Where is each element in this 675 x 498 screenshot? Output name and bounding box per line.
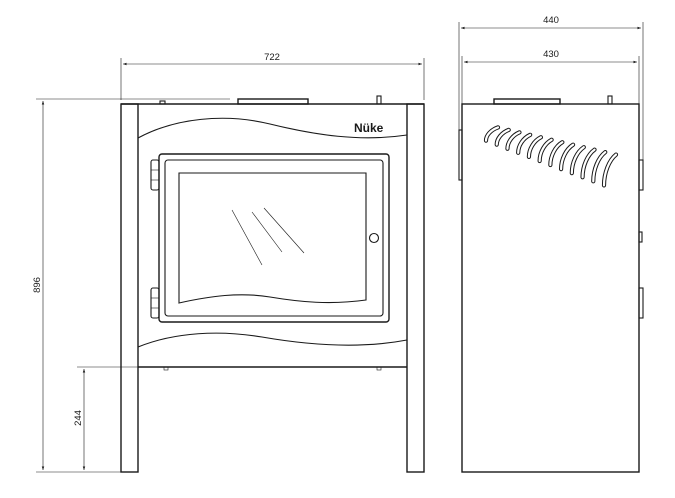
door-frame-inner: [164, 159, 384, 317]
door-frame-outer: [158, 153, 390, 323]
door-handle: [368, 232, 380, 244]
vent-slot-inner: [495, 128, 510, 146]
vent-slot-inner: [592, 151, 607, 183]
side-hinge-top: [638, 159, 644, 191]
right-leg: [406, 103, 425, 473]
side-handle: [638, 231, 643, 243]
dim-leg-height: 244: [73, 410, 84, 426]
side-rod: [607, 95, 613, 105]
flue-collar: [237, 98, 309, 105]
glass-reflection: [263, 207, 305, 254]
vent-slot-inner: [506, 131, 521, 150]
vent-slot-inner: [581, 148, 596, 179]
brand-logo: Nüke: [354, 121, 384, 135]
vent-slot-inner: [527, 136, 543, 158]
vent-slot-inner: [602, 153, 618, 187]
vent-slots: [483, 125, 619, 188]
vent-slot-inner: [549, 141, 564, 167]
side-hinge-bottom: [638, 287, 644, 319]
vent-slot-inner: [570, 146, 585, 175]
glass-reflection: [231, 209, 263, 266]
dim-side-outer: 440: [543, 15, 559, 26]
front-dimensions: 722 896 244: [32, 52, 425, 473]
glass-reflection: [251, 211, 283, 253]
vent-slot-inner: [538, 138, 553, 163]
dim-side-inner: 430: [543, 49, 559, 60]
left-leg: [120, 103, 139, 473]
foot-left: [163, 366, 169, 371]
foot-right: [376, 366, 382, 371]
bottom-wave-line: [137, 332, 408, 348]
side-front-lip: [458, 129, 463, 181]
vent-slot-inner: [517, 133, 532, 154]
door-glass: [178, 172, 367, 304]
dim-front-width: 722: [264, 52, 280, 63]
top-rod: [376, 95, 382, 105]
side-dimensions: 440 430: [458, 15, 644, 160]
vent-slot-inner: [559, 143, 575, 171]
hinge-top: [150, 159, 160, 191]
side-view: [458, 95, 644, 473]
hinge-bottom: [150, 287, 160, 319]
vent-slot-inner: [484, 126, 500, 142]
side-flue-collar: [493, 98, 561, 105]
dim-total-height: 896: [32, 277, 43, 293]
front-view: Nüke: [120, 95, 425, 473]
top-wave-line: [137, 117, 408, 139]
